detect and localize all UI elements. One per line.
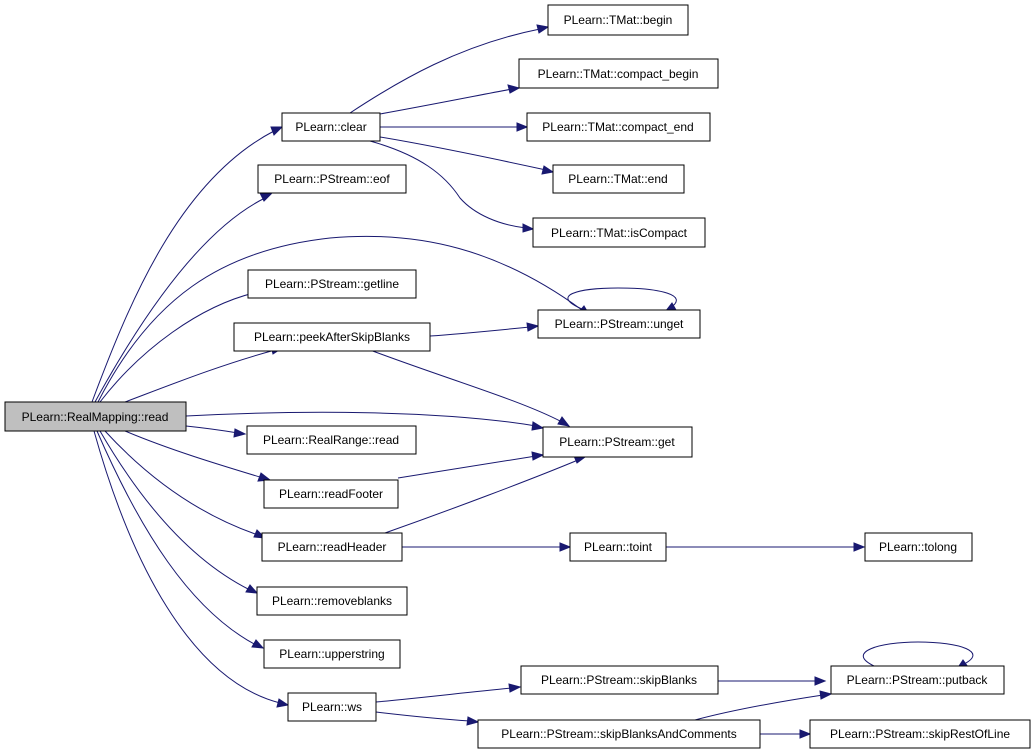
node-ws[interactable]: PLearn::ws: [287, 692, 377, 722]
edge-root-getline: [99, 291, 259, 403]
node-tmat-begin[interactable]: PLearn::TMat::begin: [547, 4, 689, 36]
edge-ws-skipblanks-arrowhead: [508, 683, 522, 693]
node-pstream-get[interactable]: PLearn::PStream::get: [542, 426, 693, 458]
edge-root-unget: [97, 235, 583, 403]
edge-clear-cend-arrowhead: [516, 122, 529, 132]
svg-text:PLearn::PStream::skipRestOfLin: PLearn::PStream::skipRestOfLine: [830, 727, 1010, 741]
edge-root-rrread-arrowhead: [233, 428, 247, 438]
node-pstream-putback[interactable]: PLearn::PStream::putback: [830, 665, 1005, 695]
edge-skipblanks-putback-arrowhead: [814, 676, 827, 686]
edge-peek-unget-arrowhead: [526, 322, 540, 332]
edge-root-upperstring-arrowhead: [251, 639, 265, 649]
svg-text:PLearn::toint: PLearn::toint: [584, 540, 653, 554]
edge-root-footer: [124, 430, 264, 479]
edge-root-rrread: [185, 425, 239, 434]
edge-clear-cbegin-arrowhead: [507, 84, 521, 94]
edge-footer-get: [397, 455, 537, 479]
edge-header-toint-arrowhead: [559, 542, 572, 552]
svg-text:PLearn::clear: PLearn::clear: [295, 120, 366, 134]
node-tolong[interactable]: PLearn::tolong: [864, 532, 973, 562]
svg-text:PLearn::peekAfterSkipBlanks: PLearn::peekAfterSkipBlanks: [254, 330, 410, 344]
edge-clear-cbegin: [379, 88, 513, 115]
edge-skipcomments-putback-arrowhead: [819, 690, 833, 700]
svg-text:PLearn::TMat::end: PLearn::TMat::end: [568, 172, 667, 186]
edge-root-eof: [94, 197, 266, 403]
svg-text:PLearn::PStream::getline: PLearn::PStream::getline: [265, 277, 399, 291]
edge-header-get: [384, 459, 579, 534]
svg-text:PLearn::readHeader: PLearn::readHeader: [278, 540, 387, 554]
svg-text:PLearn::PStream::skipBlanks: PLearn::PStream::skipBlanks: [541, 673, 697, 687]
svg-text:PLearn::readFooter: PLearn::readFooter: [279, 487, 383, 501]
node-pstream-skip-rest-of-line[interactable]: PLearn::PStream::skipRestOfLine: [809, 719, 1031, 749]
node-tmat-is-compact[interactable]: PLearn::TMat::isCompact: [532, 217, 706, 248]
edge-root-ws: [93, 430, 281, 704]
node-read-footer[interactable]: PLearn::readFooter: [263, 479, 399, 509]
edge-root-ws-arrowhead: [276, 698, 290, 708]
svg-text:PLearn::PStream::eof: PLearn::PStream::eof: [274, 172, 390, 186]
edge-root-clear: [91, 130, 275, 403]
edge-root-upperstring: [96, 430, 257, 646]
edge-root-clear-arrowhead: [270, 126, 284, 136]
edge-root-get-arrowhead: [531, 421, 545, 431]
svg-text:PLearn::PStream::unget: PLearn::PStream::unget: [555, 317, 684, 331]
edge-root-removeblanks: [99, 430, 251, 591]
edge-clear-end: [379, 136, 547, 171]
edge-root-removeblanks-arrowhead: [245, 584, 259, 594]
svg-text:PLearn::TMat::compact_begin: PLearn::TMat::compact_begin: [538, 67, 699, 81]
node-upperstring[interactable]: PLearn::upperstring: [263, 639, 401, 669]
edge-skipcomments-putback: [694, 694, 824, 721]
node-toint[interactable]: PLearn::toint: [569, 532, 667, 562]
node-pstream-unget[interactable]: PLearn::PStream::unget: [537, 309, 701, 339]
edge-peek-unget: [429, 326, 531, 337]
edge-root-peek: [124, 349, 276, 403]
node-realmapping-read[interactable]: PLearn::RealMapping::read: [4, 401, 187, 432]
node-realrange-read[interactable]: PLearn::RealRange::read: [246, 425, 417, 455]
svg-text:PLearn::RealRange::read: PLearn::RealRange::read: [263, 433, 399, 447]
edge-toint-tolong-arrowhead: [853, 542, 866, 552]
svg-text:PLearn::PStream::skipBlanksAnd: PLearn::PStream::skipBlanksAndComments: [501, 727, 736, 741]
edge-peek-get: [369, 349, 563, 423]
edge-ws-skipcomments-arrowhead: [466, 716, 480, 726]
svg-text:PLearn::upperstring: PLearn::upperstring: [279, 647, 384, 661]
edge-footer-get-arrowhead: [531, 451, 545, 461]
edge-ws-skipcomments: [375, 711, 471, 722]
svg-text:PLearn::TMat::compact_end: PLearn::TMat::compact_end: [542, 120, 693, 134]
edge-root-header: [104, 430, 259, 536]
svg-text:PLearn::PStream::putback: PLearn::PStream::putback: [847, 673, 989, 687]
edge-skipcomments-skiprest-arrowhead: [799, 729, 812, 739]
svg-text:PLearn::PStream::get: PLearn::PStream::get: [559, 435, 675, 449]
node-tmat-compact-begin[interactable]: PLearn::TMat::compact_begin: [518, 58, 719, 89]
node-pstream-skip-blanks-and-comments[interactable]: PLearn::PStream::skipBlanksAndComments: [477, 719, 761, 749]
node-peek-after-skip-blanks[interactable]: PLearn::peekAfterSkipBlanks: [233, 322, 431, 352]
node-clear[interactable]: PLearn::clear: [281, 112, 381, 142]
node-tmat-end[interactable]: PLearn::TMat::end: [552, 164, 685, 194]
edge-clear-iscompact-arrowhead: [522, 223, 535, 233]
edge-peek-get-arrowhead: [557, 416, 571, 427]
svg-text:PLearn::tolong: PLearn::tolong: [879, 540, 957, 554]
edge-clear-begin-arrowhead: [536, 24, 550, 34]
node-tmat-compact-end[interactable]: PLearn::TMat::compact_end: [526, 112, 711, 142]
call-nodes: PLearn::RealMapping::read PLearn::clear …: [4, 4, 1031, 749]
node-read-header[interactable]: PLearn::readHeader: [261, 532, 403, 562]
svg-text:PLearn::RealMapping::read: PLearn::RealMapping::read: [22, 410, 169, 424]
edge-clear-begin: [349, 28, 541, 114]
node-pstream-getline[interactable]: PLearn::PStream::getline: [247, 269, 417, 299]
edge-clear-iscompact: [369, 140, 527, 229]
edge-clear-end-arrowhead: [541, 165, 555, 175]
node-pstream-skip-blanks[interactable]: PLearn::PStream::skipBlanks: [520, 665, 719, 695]
node-pstream-eof[interactable]: PLearn::PStream::eof: [257, 164, 407, 194]
edge-unget-self: [567, 287, 677, 312]
svg-text:PLearn::ws: PLearn::ws: [302, 700, 362, 714]
edge-root-get: [185, 411, 537, 427]
svg-text:PLearn::removeblanks: PLearn::removeblanks: [272, 594, 392, 608]
edge-putback-self: [862, 641, 974, 667]
node-removeblanks[interactable]: PLearn::removeblanks: [256, 586, 408, 616]
svg-text:PLearn::TMat::isCompact: PLearn::TMat::isCompact: [551, 226, 688, 240]
edge-ws-skipblanks: [375, 687, 513, 703]
svg-text:PLearn::TMat::begin: PLearn::TMat::begin: [564, 13, 673, 27]
